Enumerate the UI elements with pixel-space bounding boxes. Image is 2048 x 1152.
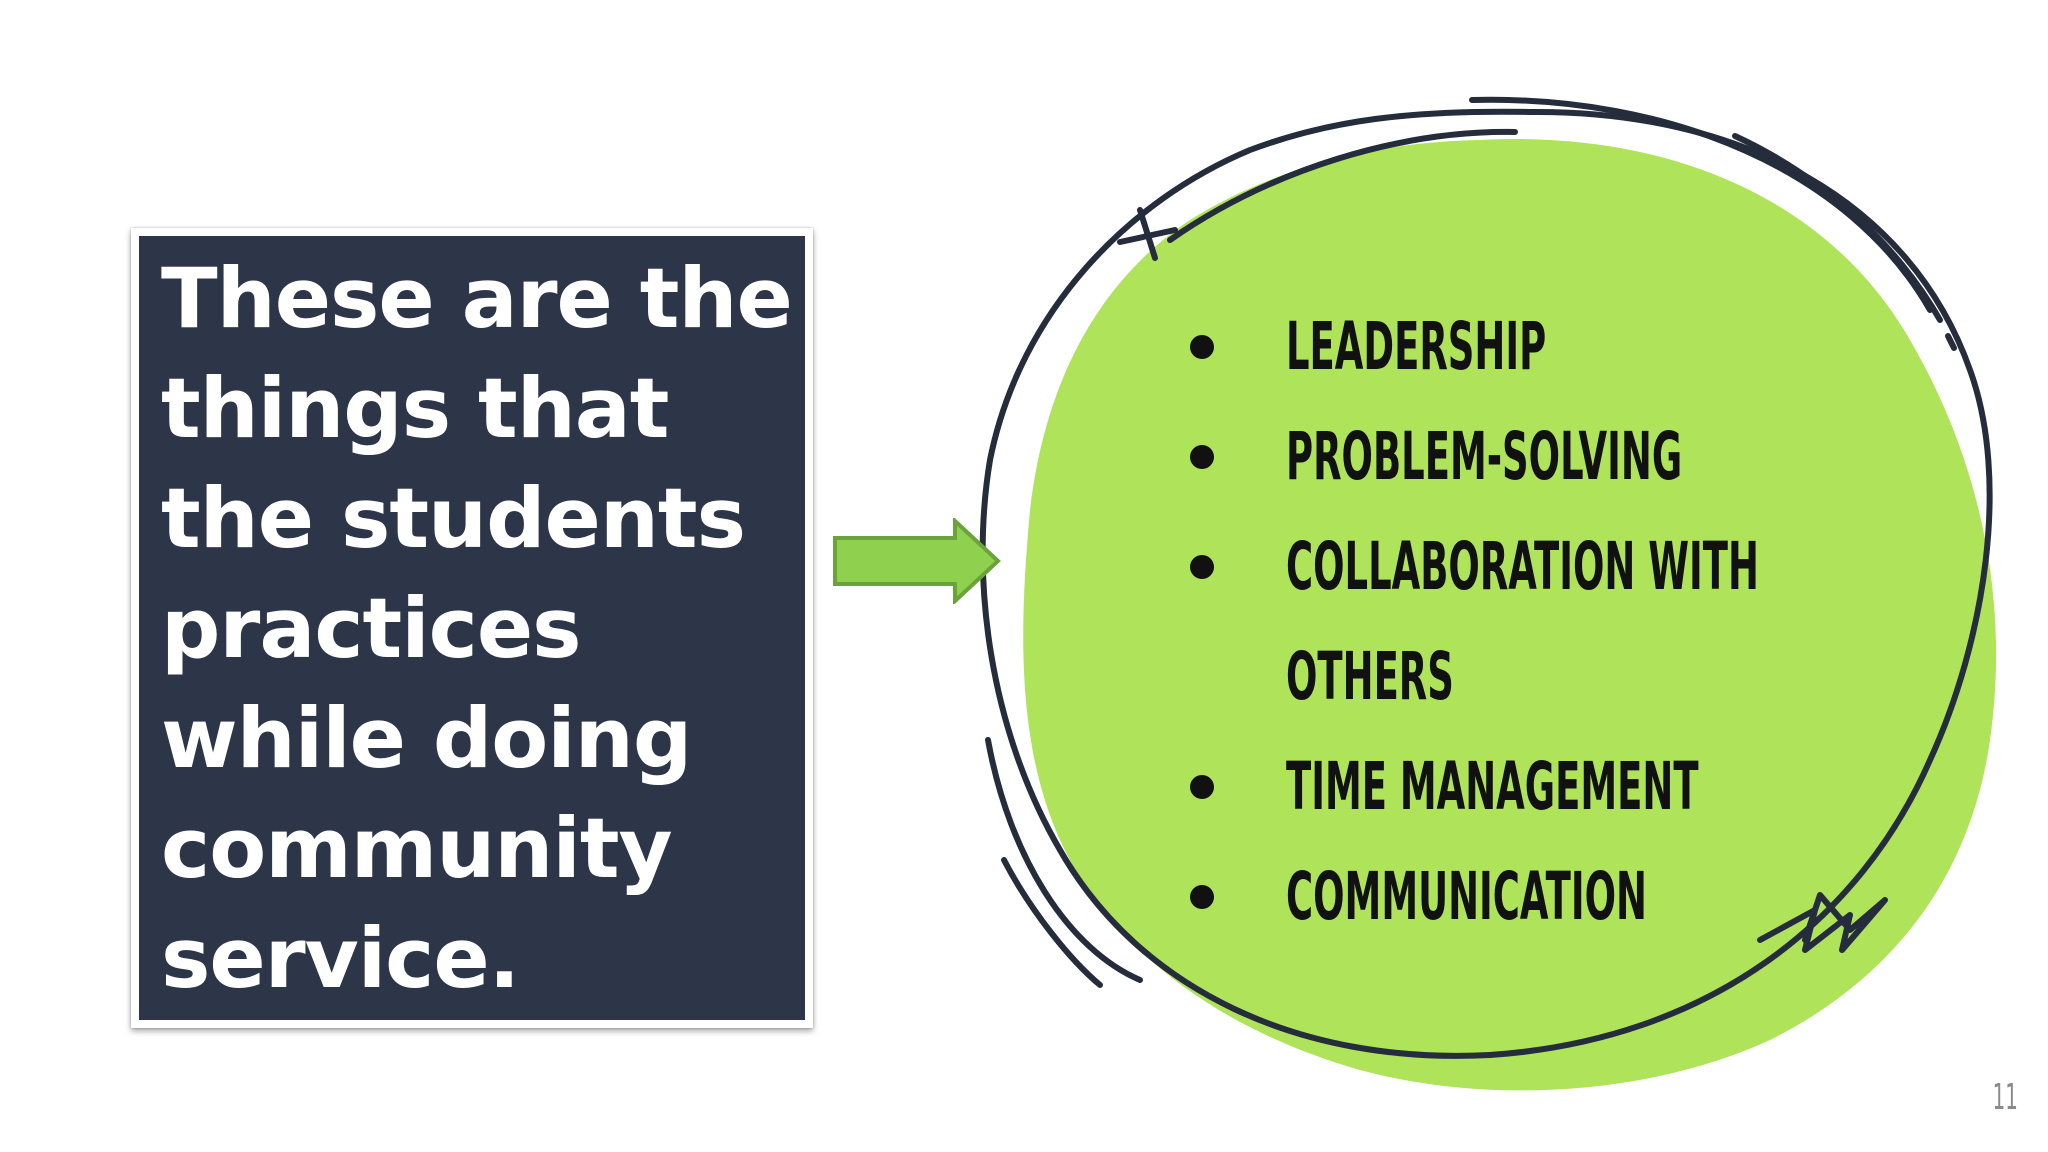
outer-tick-right bbox=[1945, 333, 1957, 351]
outer-arc-left bbox=[985, 737, 1143, 983]
intro-text-box: These are the things that the students p… bbox=[131, 228, 813, 1028]
cross-mark bbox=[1117, 207, 1178, 261]
list-item: Collaboration with others bbox=[1190, 512, 1870, 732]
skill-label: Communication bbox=[1286, 858, 1647, 935]
skill-label: Collaboration with others bbox=[1286, 528, 1759, 715]
bullet-dot-icon bbox=[1190, 445, 1214, 469]
bullet-dot-icon bbox=[1190, 885, 1214, 909]
list-item: Communication bbox=[1190, 842, 1870, 952]
right-arrow-icon bbox=[833, 518, 1001, 604]
inner-arc-top bbox=[1167, 128, 1518, 243]
circle-decoration bbox=[979, 96, 1997, 1091]
bullet-dot-icon bbox=[1190, 775, 1214, 799]
intro-text: These are the things that the students p… bbox=[161, 250, 793, 1007]
list-item: Problem-solving bbox=[1190, 402, 1870, 512]
outline-circle bbox=[979, 108, 1993, 1059]
outer-arc-right bbox=[1732, 133, 1943, 323]
page-number: 11 bbox=[1992, 1077, 2018, 1118]
outer-arc-left-small bbox=[1001, 857, 1103, 988]
skill-label: Time management bbox=[1286, 748, 1699, 825]
zigzag-mark bbox=[1757, 892, 1888, 953]
skill-label: Leadership bbox=[1286, 308, 1547, 385]
list-item: Time management bbox=[1190, 732, 1870, 842]
skill-label: Problem-solving bbox=[1286, 418, 1683, 495]
list-item: Leadership bbox=[1190, 292, 1870, 402]
bullet-dot-icon bbox=[1190, 555, 1214, 579]
bullet-dot-icon bbox=[1190, 335, 1214, 359]
green-blob bbox=[1023, 139, 1997, 1091]
